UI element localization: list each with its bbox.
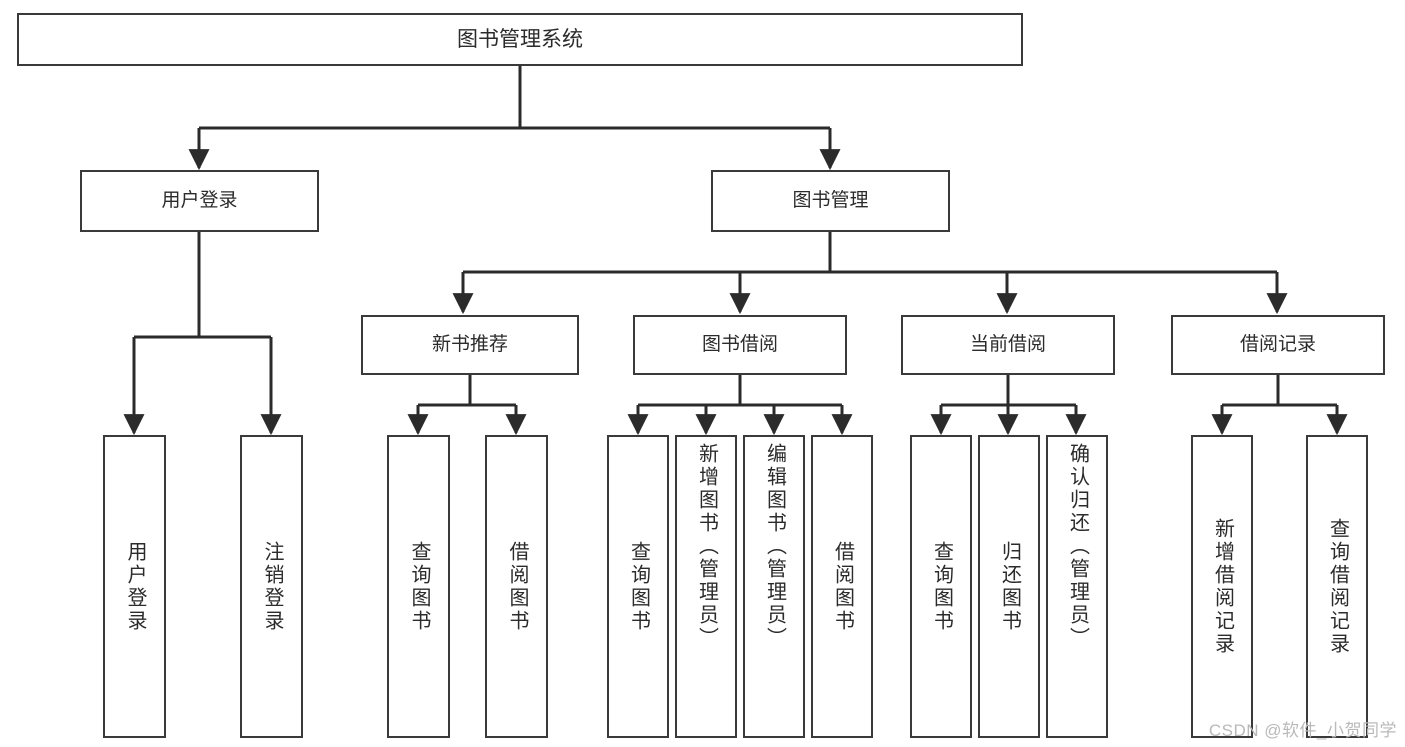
node-leaf-query-book-current[interactable]: 查询图书 [910,435,972,738]
node-label: 当前借阅 [969,334,1046,356]
node-label: 图书借阅 [701,334,778,356]
node-leaf-logout-login[interactable]: 注销登录 [240,435,303,738]
node-leaf-user-login[interactable]: 用户登录 [103,435,166,738]
node-label: 借阅图书 [506,540,528,633]
node-label: 确认归还（管理员） [1066,443,1089,650]
node-label: 查询图书 [930,540,953,633]
node-label: 编辑图书（管理员） [763,443,786,650]
node-label: 查询图书 [408,540,430,633]
node-leaf-query-book-recommend[interactable]: 查询图书 [387,435,450,738]
node-current-borrow[interactable]: 当前借阅 [901,315,1115,375]
node-leaf-query-borrow-record[interactable]: 查询借阅记录 [1306,435,1368,738]
node-label: 借阅图书 [831,540,854,633]
node-leaf-borrow-book-recommend[interactable]: 借阅图书 [485,435,548,738]
node-label: 查询借阅记录 [1326,517,1349,656]
node-leaf-edit-book-admin[interactable]: 编辑图书（管理员） [743,435,805,738]
node-label: 新增借阅记录 [1211,517,1234,656]
node-label: 借阅记录 [1239,334,1316,356]
node-leaf-borrow-book[interactable]: 借阅图书 [811,435,873,738]
node-label: 用户登录 [161,190,238,212]
node-user-login[interactable]: 用户登录 [80,170,319,232]
node-label: 新书推荐 [431,334,508,356]
node-label: 图书管理 [792,190,869,212]
node-label: 注销登录 [261,540,283,633]
node-new-book-recommend[interactable]: 新书推荐 [361,315,579,375]
node-leaf-query-book-borrow[interactable]: 查询图书 [607,435,669,738]
node-leaf-add-book-admin[interactable]: 新增图书（管理员） [675,435,737,738]
node-label: 归还图书 [998,540,1021,633]
node-leaf-confirm-return-admin[interactable]: 确认归还（管理员） [1046,435,1108,738]
node-book-management[interactable]: 图书管理 [711,170,950,232]
node-book-borrow[interactable]: 图书借阅 [633,315,847,375]
node-leaf-return-book[interactable]: 归还图书 [978,435,1040,738]
node-leaf-add-borrow-record[interactable]: 新增借阅记录 [1191,435,1253,738]
node-borrow-record[interactable]: 借阅记录 [1171,315,1385,375]
node-label: 用户登录 [124,540,146,633]
node-label: 新增图书（管理员） [695,443,718,650]
node-label: 查询图书 [627,540,650,633]
node-label: 图书管理系统 [457,27,583,51]
node-book-management-system[interactable]: 图书管理系统 [17,13,1023,66]
